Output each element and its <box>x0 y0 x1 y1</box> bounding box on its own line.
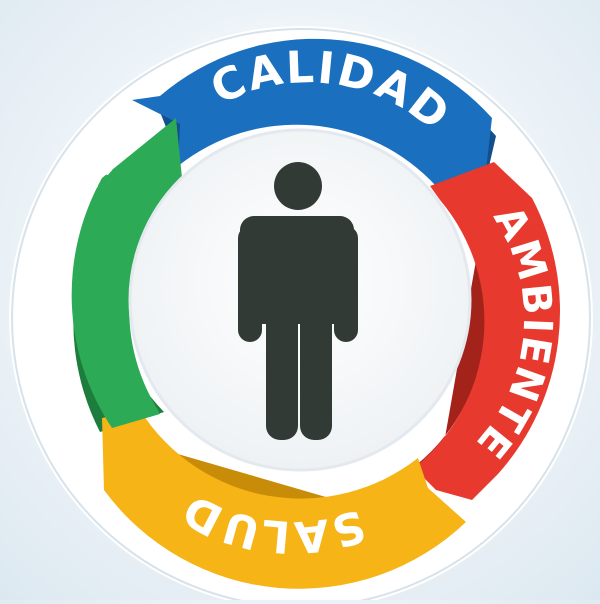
seguridad-arrow <box>71 118 182 428</box>
person-icon <box>238 162 358 440</box>
calidad-arrow <box>132 38 492 189</box>
center-disc-edge <box>128 128 472 472</box>
outer-ring-edge <box>11 28 591 604</box>
salud-arrow <box>102 410 466 589</box>
ambiente-arrow <box>414 162 560 500</box>
